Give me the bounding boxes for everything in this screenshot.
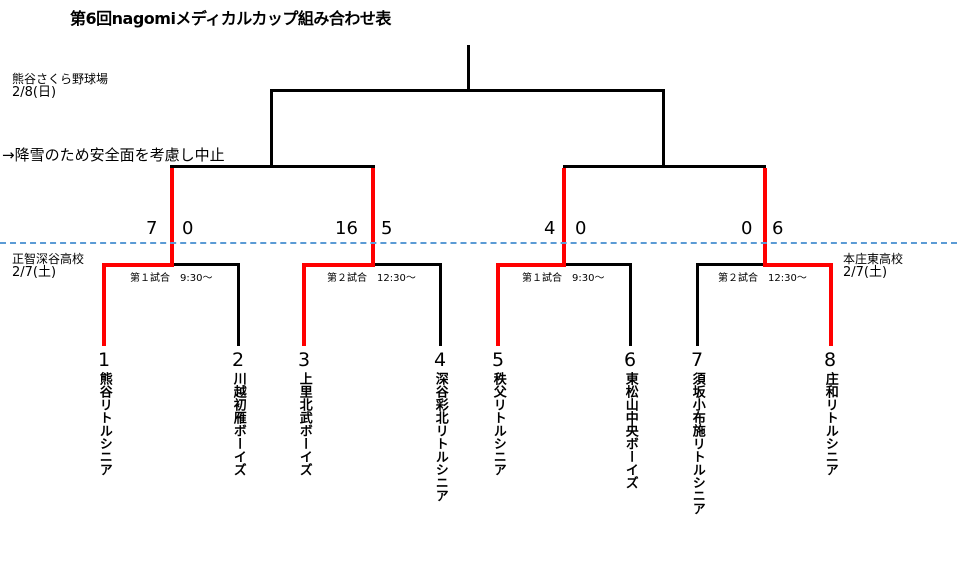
match3-time: 9:30～	[572, 273, 605, 284]
team-number: 1	[97, 349, 111, 371]
match1-winner-horizontal	[102, 263, 174, 267]
team-number: 3	[297, 349, 311, 371]
score-team6: 0	[575, 218, 587, 239]
match1-loser-horizontal	[174, 263, 240, 266]
final-stem	[467, 45, 470, 91]
semi-right-drop	[662, 89, 665, 167]
right-venue-date: 2/7(土)	[843, 265, 888, 280]
team-name: 熊谷リトルシニア	[96, 372, 112, 476]
score-team5: 4	[544, 218, 556, 239]
winner-line-match3	[562, 168, 566, 266]
team-3: 3 上里北武ボーイズ	[294, 350, 314, 476]
team-name: 秩父リトルシニア	[490, 372, 506, 476]
team2-line	[237, 263, 240, 346]
team-number: 6	[623, 349, 637, 371]
team-1: 1 熊谷リトルシニア	[94, 350, 114, 476]
team-number: 5	[491, 349, 505, 371]
match1-time: 9:30～	[180, 273, 213, 284]
score-team3: 16	[335, 218, 358, 239]
match2-number: 第２試合	[327, 273, 367, 284]
match3-winner-horizontal	[496, 263, 566, 267]
score-team7: 0	[741, 218, 753, 239]
final-venue-name: 熊谷さくら野球場	[12, 72, 109, 86]
team-8: 8 庄和リトルシニア	[820, 350, 840, 476]
team-number: 8	[823, 349, 837, 371]
team-name: 深谷彩北リトルシニア	[432, 372, 448, 502]
team4-line	[439, 263, 442, 346]
match1-label: 第１試合 9:30～	[130, 269, 212, 284]
score-team1: 7	[146, 218, 158, 239]
match4-number: 第２試合	[718, 273, 758, 284]
team-name: 東松山中央ボーイズ	[622, 372, 638, 489]
score-team4: 5	[381, 218, 393, 239]
cancellation-notice: →降雪のため安全面を考慮し中止	[2, 146, 225, 164]
team-7: 7 須坂小布施リトルシニア	[687, 350, 707, 515]
team5-line	[496, 263, 500, 346]
final-horizontal	[270, 89, 665, 92]
team-number: 4	[433, 349, 447, 371]
match2-time: 12:30～	[377, 273, 416, 284]
right-venue-name: 本庄東高校	[843, 252, 904, 266]
team-name: 須坂小布施リトルシニア	[689, 372, 705, 515]
winner-line-match1	[170, 168, 174, 266]
winner-line-match4	[763, 168, 767, 266]
final-venue-date: 2/8(日)	[12, 85, 57, 100]
right-venue: 本庄東高校 2/7(土)	[843, 252, 903, 280]
team-2: 2 川越初雁ボーイズ	[228, 350, 248, 476]
winner-line-match2	[371, 168, 375, 266]
day-divider	[0, 242, 957, 244]
match2-label: 第２試合 12:30～	[327, 269, 416, 284]
team-6: 6 東松山中央ボーイズ	[620, 350, 640, 489]
score-team2: 0	[182, 218, 194, 239]
match2-loser-horizontal	[375, 263, 442, 266]
team-name: 庄和リトルシニア	[822, 372, 838, 476]
team7-line	[696, 263, 699, 346]
semi-left-drop	[270, 89, 273, 167]
page-title: 第6回nagomiメディカルカップ組み合わせ表	[70, 9, 391, 28]
match2-winner-horizontal	[302, 263, 375, 267]
left-venue-name: 正智深谷高校	[12, 252, 85, 266]
team-5: 5 秩父リトルシニア	[488, 350, 508, 476]
match4-time: 12:30～	[768, 273, 807, 284]
final-venue: 熊谷さくら野球場 2/8(日)	[12, 72, 108, 100]
match4-winner-horizontal	[763, 263, 833, 267]
team-number: 7	[690, 349, 704, 371]
team6-line	[629, 263, 632, 346]
match3-loser-horizontal	[566, 263, 632, 266]
team1-line	[102, 263, 106, 346]
team-number: 2	[231, 349, 245, 371]
left-venue-date: 2/7(土)	[12, 265, 57, 280]
team3-line	[302, 263, 306, 346]
team-name: 川越初雁ボーイズ	[230, 372, 246, 476]
team-name: 上里北武ボーイズ	[296, 372, 312, 476]
team-4: 4 深谷彩北リトルシニア	[430, 350, 450, 502]
match4-label: 第２試合 12:30～	[718, 269, 807, 284]
score-team8: 6	[772, 218, 784, 239]
match1-number: 第１試合	[130, 273, 170, 284]
match3-number: 第１試合	[522, 273, 562, 284]
left-venue: 正智深谷高校 2/7(土)	[12, 252, 84, 280]
semi-left-horizontal	[170, 165, 375, 168]
match4-loser-horizontal	[696, 263, 763, 266]
team8-line	[829, 263, 833, 346]
match3-label: 第１試合 9:30～	[522, 269, 604, 284]
semi-right-horizontal	[563, 165, 766, 168]
